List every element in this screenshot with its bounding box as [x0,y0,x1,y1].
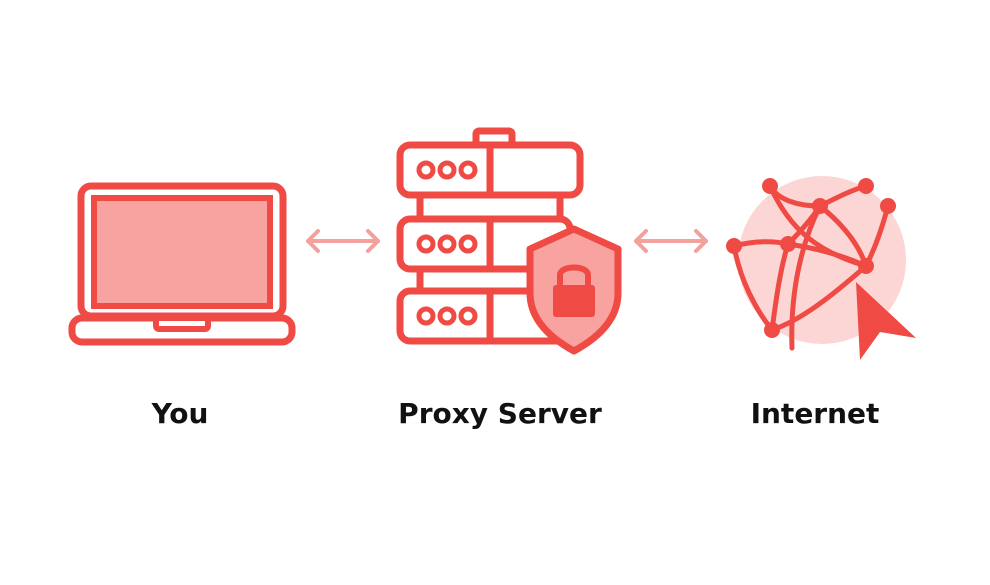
laptop-icon [68,182,296,346]
label-proxy-server: Proxy Server [398,397,602,430]
server-with-shield-lock-icon [396,127,622,355]
label-internet: Internet [750,397,880,430]
bidirectional-arrow-proxy-internet [630,226,712,261]
bidirectional-arrow-you-proxy [302,226,384,261]
proxy-server-node [390,125,630,360]
globe-network-cursor-icon [726,176,916,360]
lock-icon [553,264,595,317]
label-you: You [151,397,209,430]
double-arrow-icon [306,229,380,253]
laptop-node [68,180,298,350]
cursor-icon [856,282,916,360]
internet-node [720,170,930,370]
double-arrow-icon [634,229,708,253]
